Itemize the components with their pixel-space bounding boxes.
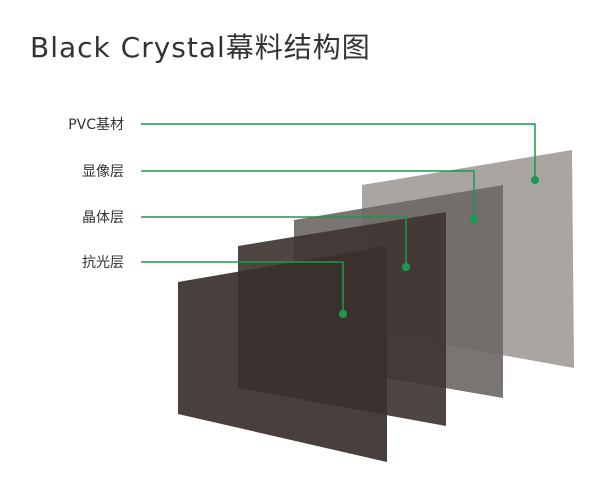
pvc-layer-label: PVC基材 bbox=[68, 116, 124, 133]
crystal-leader-line bbox=[141, 216, 407, 267]
diagram-title: Black Crystal幕料结构图 bbox=[30, 31, 371, 64]
anti-light-layer-label: 抗光层 bbox=[82, 255, 124, 271]
display-layer-label: 显像层 bbox=[82, 164, 124, 180]
anti-light-layer-panel bbox=[178, 246, 387, 462]
crystal-leader-dot bbox=[402, 263, 410, 271]
display-leader-line bbox=[141, 170, 475, 219]
display-leader-dot bbox=[470, 215, 478, 223]
anti-light-leader-line bbox=[141, 261, 344, 314]
anti-light-leader-dot bbox=[339, 310, 347, 318]
pvc-leader-line bbox=[141, 123, 536, 180]
crystal-layer-label: 晶体层 bbox=[82, 210, 124, 226]
pvc-leader-dot bbox=[531, 176, 539, 184]
